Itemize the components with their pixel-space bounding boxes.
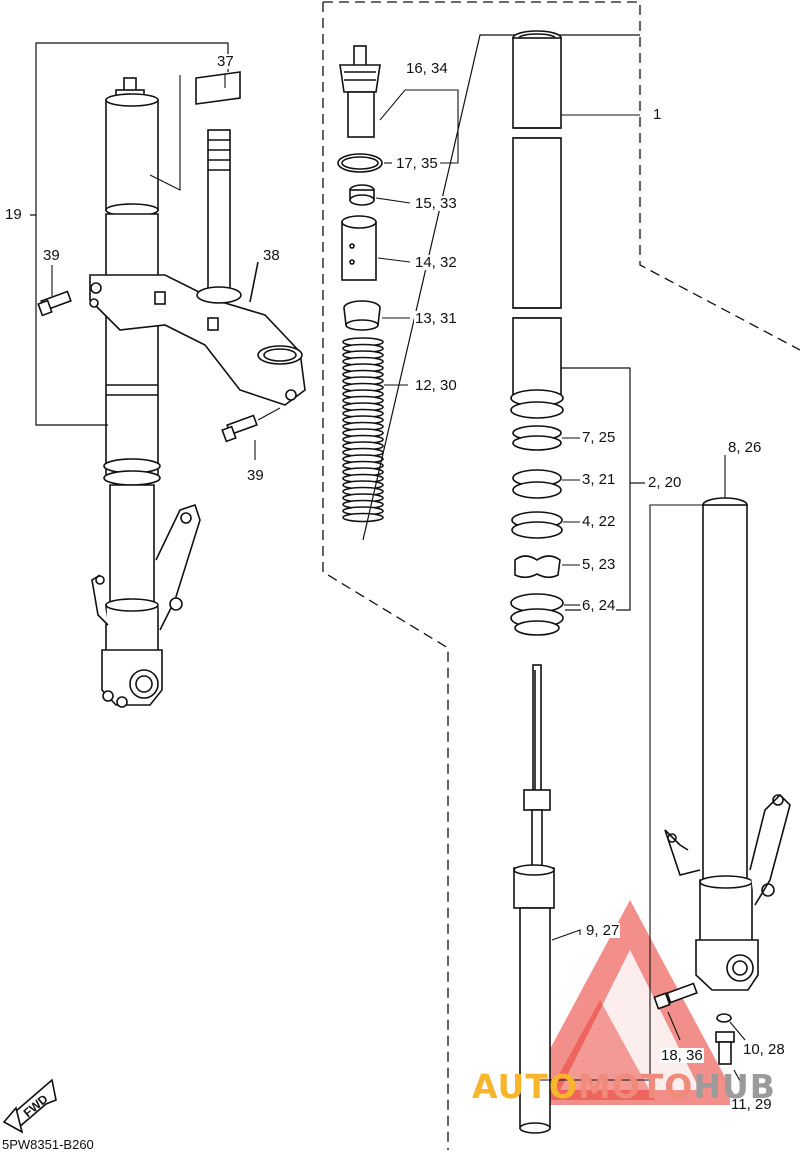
callout-11-29: 11, 29 (730, 1096, 773, 1113)
spring-coil (342, 512, 384, 523)
bolt-11 (715, 1031, 746, 1091)
callout-8-26: 8, 26 (727, 439, 763, 456)
seal-stack (510, 425, 580, 636)
o-ring-17 (337, 153, 383, 173)
callout-39-upper: 39 (42, 247, 61, 264)
callout-12-30: 12, 30 (414, 377, 458, 394)
callout-1: 1 (652, 106, 663, 123)
callout-4-22: 4, 22 (581, 513, 617, 530)
callout-7-25: 7, 25 (581, 429, 617, 446)
nut-15 (349, 184, 411, 206)
callout-37: 37 (216, 53, 235, 70)
callout-18-36: 18, 36 (660, 1047, 704, 1064)
bolt-18 (653, 982, 698, 1041)
callout-14-32: 14, 32 (414, 254, 458, 271)
callout-6-24: 6, 24 (581, 597, 617, 614)
callout-2-20: 2, 20 (647, 474, 683, 491)
spring-seat-13 (343, 300, 410, 331)
callout-5-23: 5, 23 (581, 556, 617, 573)
cap-bolt-16 (339, 45, 459, 164)
bolt-39-upper (37, 265, 72, 317)
callout-10-28: 10, 28 (742, 1041, 786, 1058)
bolt-39-lower (221, 407, 281, 460)
fwd-arrow-icon (2, 1078, 57, 1134)
callout-16-34: 16, 34 (405, 60, 449, 77)
callout-9-27: 9, 27 (585, 922, 621, 939)
washer-10 (716, 1013, 746, 1041)
watermark-text: AUTOMOTOHUB (472, 1067, 776, 1106)
callout-13-31: 13, 31 (414, 310, 458, 327)
lower-leg (664, 793, 791, 991)
damper-rod-9 (513, 664, 581, 1134)
under-bracket-38 (89, 129, 306, 406)
assembled-fork (30, 42, 229, 708)
callout-17-35: 17, 35 (395, 155, 439, 172)
callout-15-33: 15, 33 (414, 195, 458, 212)
callout-19: 19 (4, 206, 23, 223)
collar-37 (195, 71, 241, 105)
diagram-code: 5PW8351-B260 (2, 1137, 94, 1152)
outer-tube-1 (510, 30, 640, 419)
fork-spring-12 (342, 337, 384, 523)
callout-3-21: 3, 21 (581, 471, 617, 488)
callout-38: 38 (262, 247, 281, 264)
group-boundary-dashed (323, 1, 800, 351)
spacer-14 (341, 215, 411, 281)
callout-39-lower: 39 (246, 467, 265, 484)
